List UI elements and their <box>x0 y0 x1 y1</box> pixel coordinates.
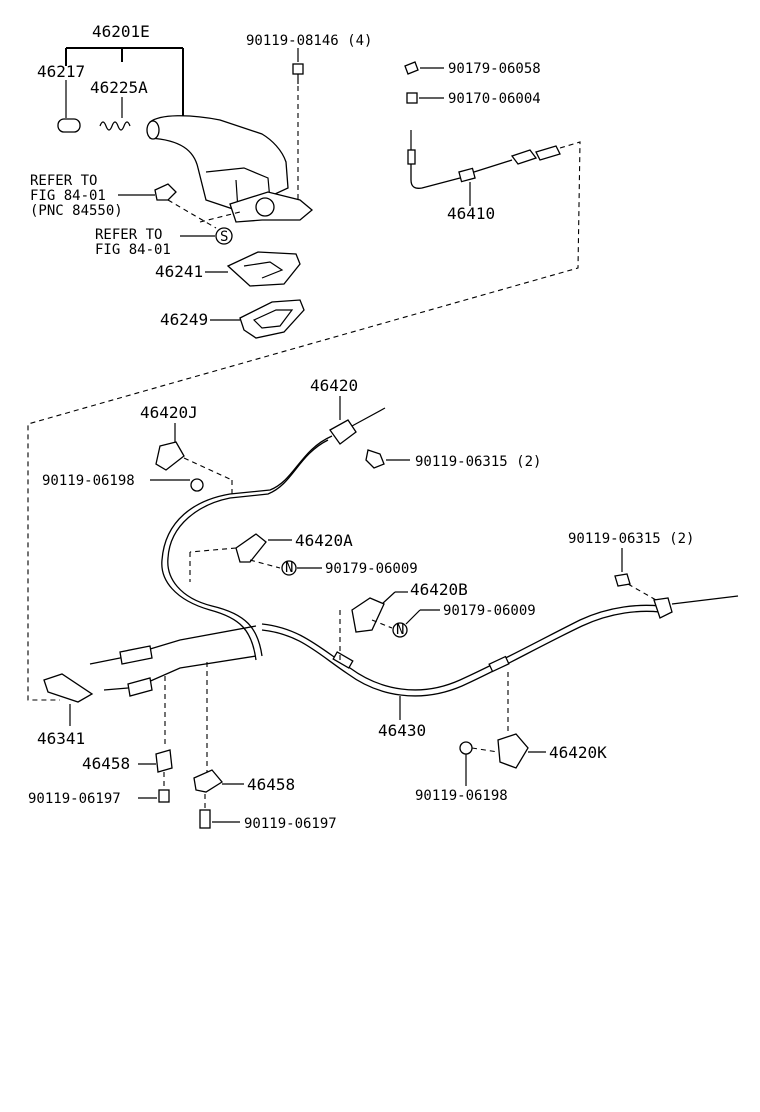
label-refer2-l2: FIG 84-01 <box>95 242 171 258</box>
clamp-46420B <box>351 597 385 633</box>
dash-46420B-b <box>371 619 393 629</box>
symbol-n1: N <box>285 560 293 576</box>
bolt-06198-top <box>190 478 204 492</box>
clamp-46420A <box>235 533 267 563</box>
lever-pivot <box>255 197 275 217</box>
symbol-s-circle <box>215 227 233 245</box>
label-90179-06058: 90179-06058 <box>448 61 541 77</box>
clamp-46458-right <box>193 769 223 793</box>
cable-46430-bracket <box>653 597 673 619</box>
dash-06198-bottom <box>471 747 499 753</box>
cable-46410-end <box>510 149 538 165</box>
bolt-06315-right <box>614 573 631 587</box>
bolt-06197-left <box>158 789 170 803</box>
cable-left-upper-spring <box>119 645 153 665</box>
label-refer2-l1: REFER TO <box>95 227 162 243</box>
label-90119-06198-top: 90119-06198 <box>42 473 135 489</box>
dash-06315-right <box>627 583 657 601</box>
boot-46249-inner <box>252 309 294 329</box>
label-46430: 46430 <box>378 721 426 740</box>
cable-46420-line2 <box>167 439 329 657</box>
front-cable-group: 90179-06058 90170-06004 46410 <box>404 61 561 223</box>
switch-part <box>154 183 177 201</box>
label-46410: 46410 <box>447 204 495 223</box>
symbol-n1-circle <box>281 560 297 576</box>
cable-46420-thread <box>351 407 386 427</box>
nut-06004-part <box>406 92 418 104</box>
leader-06009-b <box>405 609 421 625</box>
bolt-06197-bottom <box>199 809 211 829</box>
label-90179-06009-a: 90179-06009 <box>325 561 418 577</box>
parking-brake-lever-group: 46201E 46217 46225A 90119-08146 (4) REFE… <box>30 22 372 339</box>
bolt-06315-top <box>365 449 385 469</box>
cover-46241-detail <box>243 261 284 279</box>
label-90119-06315-right: 90119-06315 (2) <box>568 531 694 547</box>
label-90119-06198-bottom: 90119-06198 <box>415 788 508 804</box>
cable-46430-sleeve1 <box>332 651 354 669</box>
release-button-part <box>57 118 81 133</box>
label-90119-06315-top: 90119-06315 (2) <box>415 454 541 470</box>
label-46201E: 46201E <box>92 22 150 41</box>
cable-46410-adjust <box>535 145 561 161</box>
boot-46249-part <box>239 299 305 339</box>
rod-end <box>407 149 416 165</box>
bolt-06198-bottom <box>459 741 473 755</box>
dash-46420A <box>189 547 237 553</box>
label-90119-06197-left: 90119-06197 <box>28 791 121 807</box>
label-46420K: 46420K <box>549 743 607 762</box>
dash-refer1b <box>199 211 241 223</box>
dash-refer1 <box>167 199 217 229</box>
spring-part <box>99 121 131 131</box>
cable-46430-sleeve2 <box>488 655 510 673</box>
label-refer1-l2: FIG 84-01 <box>30 188 106 204</box>
cable-46430-thread <box>671 595 739 605</box>
lever-handle-part <box>149 115 289 211</box>
cable-46430-line <box>261 604 661 691</box>
label-46420A: 46420A <box>295 531 353 550</box>
cable-46410-fitting <box>458 167 476 183</box>
label-46225A: 46225A <box>90 78 148 97</box>
clamp-46420J <box>155 441 185 471</box>
cable-left-lower-spring <box>127 677 153 697</box>
label-46217: 46217 <box>37 62 85 81</box>
cable-left-ends <box>89 657 129 691</box>
label-46420J: 46420J <box>140 403 198 422</box>
symbol-n2: N <box>396 622 404 638</box>
lever-grip-end <box>146 120 160 140</box>
label-46249: 46249 <box>160 310 208 329</box>
label-90179-06009-b: 90179-06009 <box>443 603 536 619</box>
dash-46420J <box>183 457 233 481</box>
clamp-46420K <box>497 733 529 769</box>
bolt-08146-head <box>292 63 304 75</box>
leader-46201E <box>65 47 184 118</box>
equalizer-46341 <box>43 673 94 703</box>
cable-46420-line <box>161 435 333 661</box>
symbol-s: S <box>220 229 228 245</box>
cable-46430-line2 <box>261 610 661 697</box>
cable-46420-bracket <box>329 419 357 445</box>
symbol-n2-circle <box>392 622 408 638</box>
cover-46241-part <box>226 251 301 287</box>
dash-46420A-c <box>249 559 281 569</box>
label-refer1-l3: (PNC 84550) <box>30 203 123 219</box>
leader-46420B <box>381 591 396 605</box>
dashed-frame <box>27 141 581 701</box>
label-46458-left: 46458 <box>82 754 130 773</box>
cable-46410-body <box>473 159 513 173</box>
label-46420B: 46420B <box>410 580 468 599</box>
label-46458-right: 46458 <box>247 775 295 794</box>
label-46420: 46420 <box>310 376 358 395</box>
label-90170-06004: 90170-06004 <box>448 91 541 107</box>
rear-cables-group: 46420 90119-06315 (2) 46420J 90119-06198… <box>28 376 739 832</box>
label-46341: 46341 <box>37 729 85 748</box>
cable-46410-rod <box>410 164 461 189</box>
clamp-46458-left <box>155 749 173 773</box>
label-90119-06197-bottom: 90119-06197 <box>244 816 337 832</box>
label-46241: 46241 <box>155 262 203 281</box>
label-refer1-l1: REFER TO <box>30 173 97 189</box>
label-90119-08146: 90119-08146 (4) <box>246 33 372 49</box>
nut-06058-part <box>404 61 419 75</box>
